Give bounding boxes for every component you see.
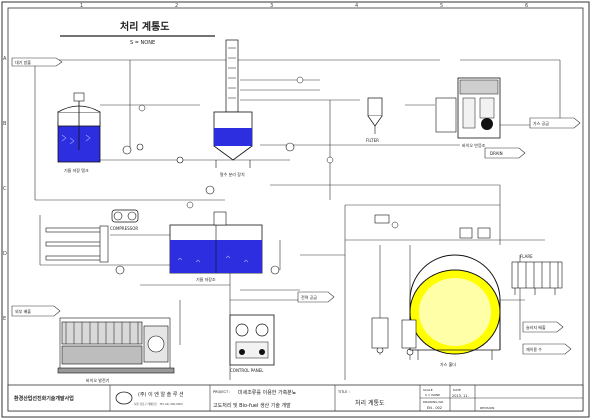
- flare-stack: [511, 261, 563, 295]
- title-value: 처리 계통도: [355, 399, 385, 407]
- storage-tank-label: 기름 저장조: [196, 276, 216, 282]
- storage-tank: 기름 저장조: [169, 211, 263, 282]
- scale-value: S = NONE: [425, 393, 440, 397]
- control-panel: CONTROL PANEL: [229, 314, 275, 373]
- arrow-reuse-label: 재이용 수: [526, 346, 542, 352]
- grid-col-4: 4: [355, 3, 358, 9]
- arrow-drain-label: DRAIN: [490, 151, 503, 156]
- process-piping: [34, 59, 561, 380]
- grid-col-2: 2: [175, 3, 178, 9]
- title-block-company-sub: 서울 강남구 테헤란로 · TEL 02) 000-0000: [134, 402, 183, 406]
- separation-tank-label: 탈수 분리 장치: [220, 171, 245, 177]
- date-value: 2013. 11.: [452, 394, 469, 398]
- bio-reactor-label: 바이오 반응조: [462, 142, 486, 148]
- project-line2: 고도처리 및 Bio-fuel 생산 기술 개발: [213, 402, 291, 409]
- arrow-outside-label: 외부 배출: [15, 308, 31, 314]
- grid-col-3: 3: [270, 3, 273, 9]
- company-logo-icon: [115, 391, 133, 405]
- grid-col-1: 1: [80, 3, 83, 9]
- grid-row-labels-left: A B C D E: [3, 56, 7, 322]
- separation-tank: 탈수 분리 장치: [213, 39, 253, 177]
- valve-cluster: [371, 214, 491, 349]
- filter-vessel: FILTER: [366, 97, 383, 143]
- title-label: TITLE :: [337, 390, 350, 394]
- grid-col-5: 5: [440, 3, 443, 9]
- arrow-gas-use-label: 가스 공급: [533, 120, 549, 126]
- drawing-title: 처리 계통도: [120, 20, 169, 33]
- feed-tank-label: 기름 저장 탱크: [64, 167, 89, 173]
- arrow-sludge-label: 슬러지 배출: [526, 324, 546, 330]
- scale-note: S = NONE: [130, 40, 155, 46]
- grid-row-a: A: [3, 56, 7, 62]
- flare-label: FLARE: [520, 254, 533, 259]
- arrow-air-label: 대기 방출: [15, 59, 31, 65]
- generator-engine: 바이오 발전기: [57, 317, 175, 383]
- generator-label: 바이오 발전기: [86, 377, 110, 383]
- title-block-company: (주) 이 엔 알 솔 루 션: [138, 391, 184, 398]
- air-blower: COMPRESSOR: [110, 209, 139, 231]
- revision-label: REVISION: [480, 406, 494, 410]
- bio-reactor-unit: 바이오 반응조: [435, 77, 501, 148]
- blower-label: COMPRESSOR: [110, 226, 138, 231]
- filter-label: FILTER: [366, 138, 379, 143]
- arrow-power-label: 전력 공급: [301, 294, 317, 300]
- grid-row-b: B: [3, 121, 7, 127]
- gas-holder: 가스 홀더: [409, 254, 501, 367]
- dwg-value: EN - 002: [427, 406, 442, 410]
- gas-holder-label: 가스 홀더: [440, 361, 456, 367]
- title-block: 환경산업선진화기술개발사업 (주) 이 엔 알 솔 루 션 서울 강남구 테헤란…: [7, 384, 584, 412]
- date-label: DATE: [453, 388, 461, 392]
- off-page-connectors: 대기 방출 가스 공급 DRAIN 전력 공급 외부 배출 슬러지 배출 재이용…: [11, 57, 581, 355]
- control-panel-label: CONTROL PANEL: [230, 368, 264, 373]
- title-block-org: 환경산업선진화기술개발사업: [14, 395, 74, 402]
- dwg-label: DRAWING NO.: [423, 400, 444, 404]
- scale-label: SCALE: [423, 388, 433, 392]
- grid-col-labels-top: 1 2 3 4 5 6: [80, 3, 528, 9]
- grid-row-e: E: [3, 316, 6, 322]
- grid-row-d: D: [3, 251, 7, 257]
- project-label: PROJECT :: [213, 390, 230, 394]
- project-line1: 미세조류를 이용한 가축분뇨: [238, 389, 297, 396]
- grid-row-c: C: [3, 186, 7, 192]
- grid-col-6: 6: [525, 3, 528, 9]
- feed-tank: 기름 저장 탱크: [57, 92, 101, 173]
- air-manifold: [45, 225, 109, 263]
